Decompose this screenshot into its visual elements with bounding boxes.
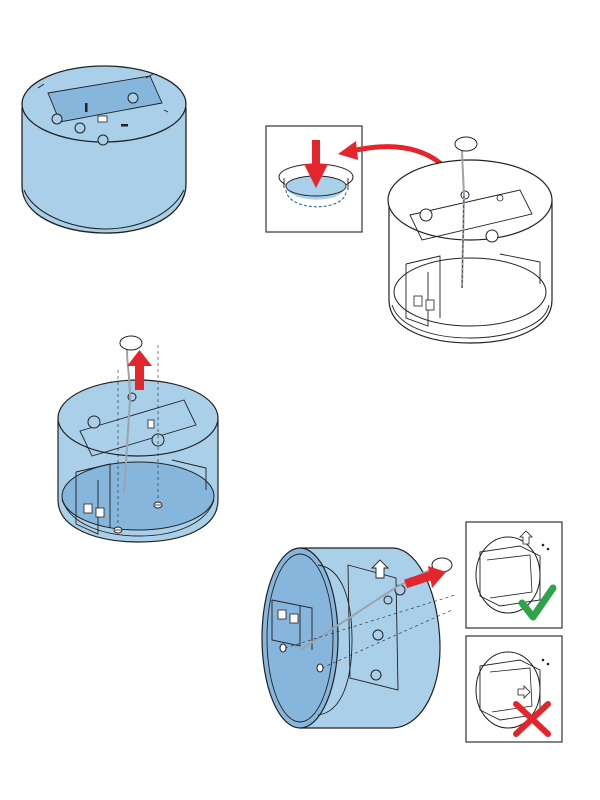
panel-frame [465, 635, 563, 743]
pull-up-arrow-icon [127, 350, 152, 390]
screw-icon [279, 594, 456, 653]
push-right-arrow-icon [404, 566, 446, 589]
screw-icon [316, 609, 453, 673]
step-2-route-cable [265, 125, 553, 344]
cable-plug-icon [119, 335, 143, 351]
cable-grommet-icon [278, 163, 354, 208]
push-down-arrow-icon [304, 140, 328, 188]
cable-plug-icon [454, 136, 478, 152]
detail-inset-grommet [265, 125, 363, 233]
screw-icon [153, 345, 163, 509]
check-mark-icon [518, 584, 557, 621]
verdict-wrong-panel [465, 635, 563, 743]
housing-side-view [57, 335, 219, 543]
cable [461, 147, 466, 289]
housing-outline-view [387, 136, 553, 344]
step-3-pull-cable [57, 335, 219, 543]
wall-mount-icon [261, 547, 456, 729]
cross-mark-icon [513, 701, 551, 737]
screw-icon [113, 370, 123, 534]
verdict-correct-panel [465, 521, 563, 629]
panel-frame [465, 521, 563, 629]
step-1-housing-top-view [21, 65, 187, 234]
step-4-mount-on-wall [261, 547, 456, 729]
mini-housing-correct [475, 530, 550, 614]
cylindrical-housing-icon [21, 65, 187, 234]
